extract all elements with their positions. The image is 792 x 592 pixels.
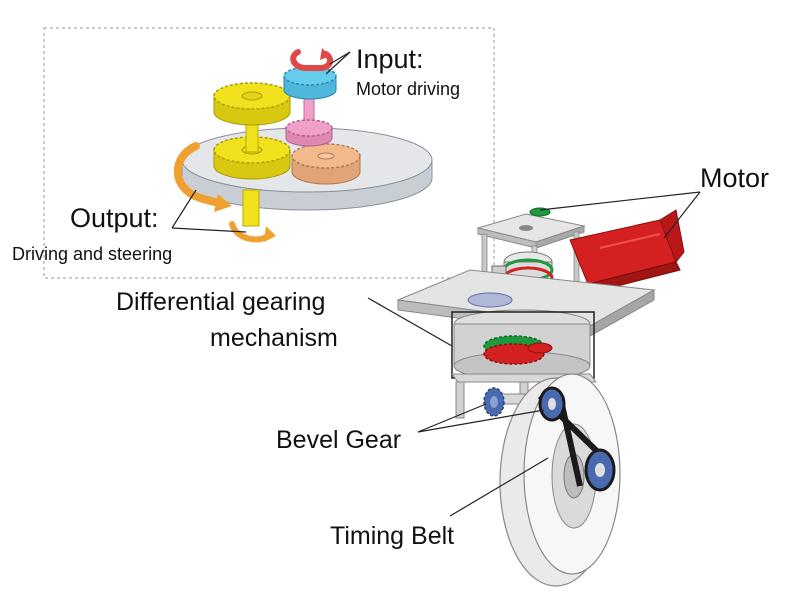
bevel-gear-label: Bevel Gear [276,426,402,454]
peach-gear [291,143,361,185]
wheel-assembly [367,191,701,587]
pink-gear [285,119,333,147]
inset-schematic [43,27,495,279]
input-label: Input: [356,44,424,74]
bevel-leader-2 [417,409,545,433]
differential-label-line2: mechanism [210,324,338,352]
motor [569,209,685,293]
bevel-gear-assembly [483,387,551,417]
input-leader-1 [329,51,351,65]
differential-gears [483,335,553,365]
output-leader-1 [171,189,197,229]
top-plate [476,213,586,249]
input-leader-2 [325,51,351,75]
input-rotation-arrow [290,48,334,71]
motor-leader-2 [663,191,701,239]
output-shaft [242,189,260,227]
yellow-upper-gear [213,82,291,126]
output-rotation-arrows [173,142,276,243]
output-leader-2 [171,227,247,233]
differential-label-line1: Differential gearing [116,288,326,316]
motor-label: Motor [700,163,770,193]
differential-leader [367,297,453,347]
input-sublabel: Motor driving [356,79,461,99]
differential-housing [453,309,591,381]
timing-belt-label: Timing Belt [330,522,455,550]
timing-belt-assembly [537,386,616,492]
output-label: Output: [70,203,159,233]
motor-leader-1 [539,191,701,211]
output-sublabel: Driving and steering [12,244,173,264]
cyan-input-gear [283,66,337,100]
bevel-leader-1 [417,403,487,433]
inset-dashed-frame [43,27,495,279]
timing-belt-leader [449,457,549,517]
